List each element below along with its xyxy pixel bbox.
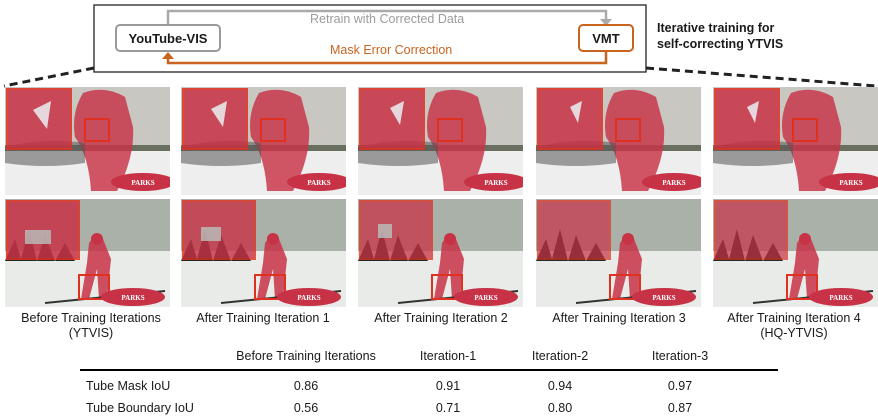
- mask-iou-iter1: 0.91: [435, 379, 461, 393]
- retrain-label: Retrain with Corrected Data: [310, 12, 465, 26]
- correction-arrow: [166, 52, 608, 65]
- svg-text:PARKS: PARKS: [131, 179, 154, 187]
- svg-text:PARKS: PARKS: [829, 294, 852, 302]
- correction-label: Mask Error Correction: [330, 43, 453, 57]
- correction-arrowhead: [162, 52, 174, 59]
- caption-col-2-line1: After Training Iteration 1: [196, 311, 330, 325]
- caption-col-1: Before Training Iterations (YTVIS): [2, 311, 180, 341]
- svg-text:PARKS: PARKS: [307, 179, 330, 187]
- boundary-iou-iter3: 0.87: [667, 401, 693, 415]
- result-thumbnail-row1-col5: PARKS: [713, 87, 878, 195]
- mask-iou-iter3: 0.97: [667, 379, 693, 393]
- svg-text:PARKS: PARKS: [484, 179, 507, 187]
- row-label-boundary-iou: Tube Boundary IoU: [86, 401, 194, 415]
- caption-col-5-line1: After Training Iteration 4: [727, 311, 861, 325]
- caption-col-5: After Training Iteration 4 (HQ-YTVIS): [705, 311, 878, 341]
- svg-text:PARKS: PARKS: [652, 294, 675, 302]
- caption-col-4: After Training Iteration 3: [530, 311, 708, 326]
- result-thumbnail-row1-col1: PARKS: [5, 87, 170, 195]
- caption-col-4-line1: After Training Iteration 3: [552, 311, 686, 325]
- table-header-iter2: Iteration-2: [531, 349, 589, 363]
- iteration-diagram: [3, 4, 877, 88]
- diagram-frame: [93, 4, 647, 73]
- caption-col-2: After Training Iteration 1: [174, 311, 352, 326]
- table-header-iter3: Iteration-3: [651, 349, 709, 363]
- result-thumbnail-row2-col4: PARKS: [536, 199, 701, 307]
- result-thumbnail-row1-col3: PARKS: [358, 87, 523, 195]
- boundary-iou-iter1: 0.71: [435, 401, 461, 415]
- result-thumbnail-row1-col4: PARKS: [536, 87, 701, 195]
- svg-text:PARKS: PARKS: [121, 294, 144, 302]
- mask-iou-iter2: 0.94: [547, 379, 573, 393]
- result-thumbnail-row2-col2: PARKS: [181, 199, 346, 307]
- caption-col-1-line2: (YTVIS): [68, 326, 114, 340]
- mask-iou-before: 0.86: [293, 379, 319, 393]
- result-thumbnail-row1-col2: PARKS: [181, 87, 346, 195]
- result-thumbnail-row2-col1: PARKS: [5, 199, 170, 307]
- result-thumbnail-row2-col5: PARKS: [713, 199, 878, 307]
- caption-col-5-line2: (HQ-YTVIS): [760, 326, 828, 340]
- svg-text:PARKS: PARKS: [474, 294, 497, 302]
- vmt-node: VMT: [578, 24, 634, 52]
- youtube-vis-label: YouTube-VIS: [128, 30, 208, 46]
- retrain-arrow: [166, 9, 608, 24]
- svg-text:PARKS: PARKS: [662, 179, 685, 187]
- caption-col-3-line1: After Training Iteration 2: [374, 311, 508, 325]
- caption-col-3: After Training Iteration 2: [352, 311, 530, 326]
- side-caption: Iterative training for self-correcting Y…: [657, 20, 783, 52]
- side-caption-line1: Iterative training for: [657, 21, 775, 35]
- svg-text:PARKS: PARKS: [839, 179, 862, 187]
- table-rule: [80, 369, 778, 371]
- side-caption-line2: self-correcting YTVIS: [657, 37, 784, 51]
- row-label-mask-iou: Tube Mask IoU: [86, 379, 171, 393]
- youtube-vis-node: YouTube-VIS: [115, 24, 221, 52]
- table-header-before: Before Training Iterations: [236, 349, 376, 363]
- svg-text:PARKS: PARKS: [297, 294, 320, 302]
- boundary-iou-iter2: 0.80: [547, 401, 573, 415]
- vmt-label: VMT: [592, 30, 620, 46]
- result-thumbnail-row2-col3: PARKS: [358, 199, 523, 307]
- retrain-arrowhead: [600, 19, 612, 26]
- boundary-iou-before: 0.56: [293, 401, 319, 415]
- table-header-iter1: Iteration-1: [419, 349, 477, 363]
- zoom-line-left: [3, 66, 95, 88]
- caption-col-1-line1: Before Training Iterations: [21, 311, 161, 325]
